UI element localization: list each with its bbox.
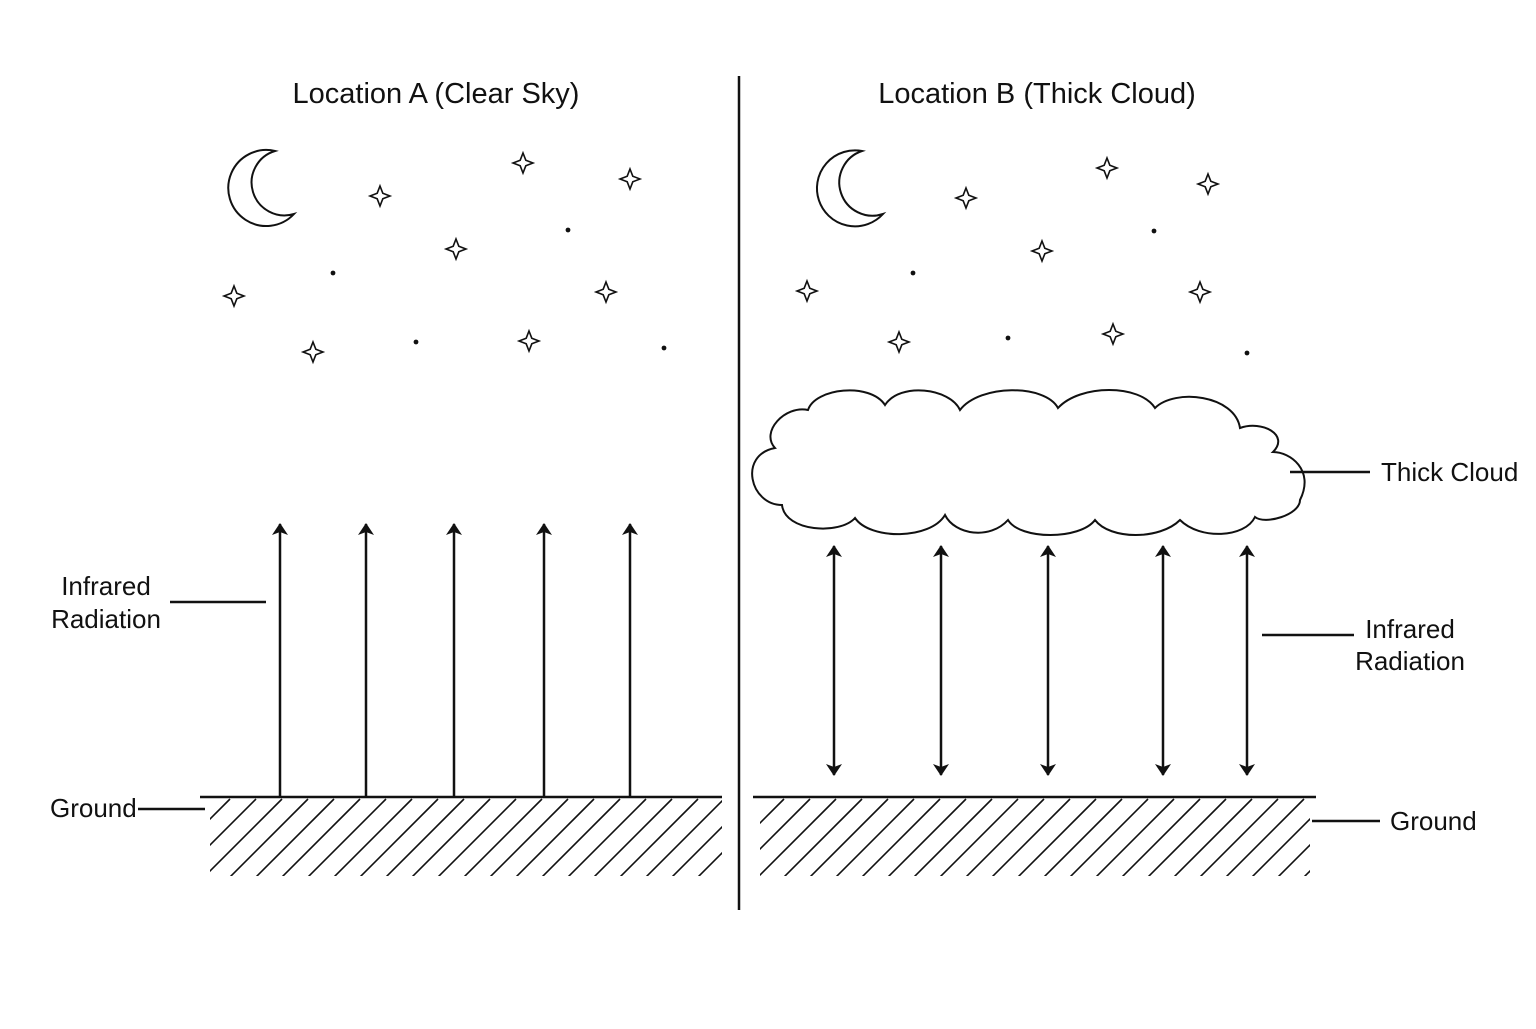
hatch-line bbox=[1173, 798, 1253, 876]
hatch-line bbox=[887, 798, 967, 876]
hatch-line bbox=[619, 798, 699, 876]
moon-icon bbox=[227, 149, 298, 227]
panel-a-title: Location A (Clear Sky) bbox=[292, 78, 580, 110]
radiation-label-b-line1: Infrared bbox=[1365, 614, 1455, 644]
star-icon bbox=[593, 279, 619, 305]
cloud-label: Thick Cloud bbox=[1381, 457, 1519, 487]
star-icon bbox=[510, 150, 536, 176]
hatch-line bbox=[541, 798, 621, 876]
hatch-line bbox=[210, 798, 283, 873]
hatch-line bbox=[1277, 843, 1310, 876]
star-dot bbox=[413, 339, 419, 345]
hatch-line bbox=[210, 798, 257, 847]
star-dots-b bbox=[910, 228, 1250, 356]
hatch-line bbox=[671, 825, 722, 876]
star-icon bbox=[953, 185, 979, 211]
star-icon bbox=[886, 329, 912, 355]
star-icon bbox=[1094, 155, 1120, 181]
star-icon bbox=[367, 183, 393, 209]
hatch-line bbox=[255, 798, 335, 876]
hatch-line bbox=[1017, 798, 1097, 876]
star-dots-a bbox=[330, 227, 667, 351]
hatch-line bbox=[939, 798, 1019, 876]
hatch-line bbox=[463, 798, 543, 876]
hatch-line bbox=[1147, 798, 1227, 876]
ground-hatch-a bbox=[210, 798, 802, 879]
hatch-line bbox=[359, 798, 439, 876]
panel-b bbox=[751, 149, 1380, 876]
panel-b-title: Location B (Thick Cloud) bbox=[878, 78, 1196, 110]
radiation-label-a-line2: Radiation bbox=[51, 604, 161, 634]
star-dot bbox=[1151, 228, 1157, 234]
hatch-line bbox=[515, 798, 595, 876]
ground-hatch-b bbox=[760, 798, 1310, 876]
hatch-line bbox=[1303, 869, 1310, 876]
hatch-line bbox=[489, 798, 569, 876]
infrared-arrows-b bbox=[826, 545, 1255, 776]
moon-icon bbox=[815, 149, 887, 228]
hatch-line bbox=[1069, 798, 1149, 876]
star-icon bbox=[221, 283, 247, 309]
ground-label-a: Ground bbox=[50, 793, 137, 823]
hatch-line bbox=[965, 798, 1045, 876]
hatch-line bbox=[835, 798, 915, 876]
hatch-line bbox=[1225, 798, 1305, 876]
hatch-line bbox=[437, 798, 517, 876]
hatch-line bbox=[991, 798, 1071, 876]
hatch-line bbox=[385, 798, 465, 876]
hatch-line bbox=[1199, 798, 1279, 876]
hatch-line bbox=[913, 798, 993, 876]
star-dot bbox=[661, 345, 667, 351]
hatch-line bbox=[229, 798, 309, 876]
star-icon bbox=[300, 339, 326, 365]
ground-label-b: Ground bbox=[1390, 806, 1477, 836]
star-icon bbox=[1187, 279, 1213, 305]
star-icon bbox=[1100, 321, 1126, 347]
hatch-line bbox=[567, 798, 647, 876]
stars-a bbox=[221, 150, 643, 365]
panel-a bbox=[138, 149, 802, 879]
hatch-line bbox=[281, 798, 361, 876]
star-icon bbox=[1195, 171, 1221, 197]
star-dot bbox=[1005, 335, 1011, 341]
hatch-line bbox=[1095, 798, 1175, 876]
hatch-line bbox=[722, 799, 802, 879]
infrared-arrows-a bbox=[272, 523, 638, 797]
star-icon bbox=[794, 278, 820, 304]
hatch-line bbox=[645, 799, 722, 876]
hatch-line bbox=[1121, 798, 1201, 876]
hatch-line bbox=[333, 798, 413, 876]
hatch-line bbox=[307, 798, 387, 876]
radiation-label-a-line1: Infrared bbox=[61, 571, 151, 601]
star-dot bbox=[565, 227, 571, 233]
star-dot bbox=[1244, 350, 1250, 356]
star-icon bbox=[516, 328, 542, 354]
hatch-line bbox=[783, 798, 863, 876]
radiation-label-b-line2: Radiation bbox=[1355, 646, 1465, 676]
stars-b bbox=[794, 155, 1221, 355]
hatch-line bbox=[861, 798, 941, 876]
star-icon bbox=[617, 166, 643, 192]
star-dot bbox=[330, 270, 336, 276]
hatch-line bbox=[760, 798, 785, 825]
hatch-line bbox=[809, 798, 889, 876]
hatch-line bbox=[1251, 817, 1310, 876]
hatch-line bbox=[697, 851, 722, 876]
star-icon bbox=[443, 236, 469, 262]
cloud-icon bbox=[751, 389, 1306, 536]
hatch-line bbox=[1043, 798, 1123, 876]
hatch-line bbox=[411, 798, 491, 876]
hatch-line bbox=[760, 798, 837, 876]
hatch-line bbox=[760, 798, 811, 851]
star-dot bbox=[910, 270, 916, 276]
hatch-line bbox=[210, 798, 231, 821]
star-icon bbox=[1029, 238, 1055, 264]
hatch-line bbox=[593, 798, 673, 876]
